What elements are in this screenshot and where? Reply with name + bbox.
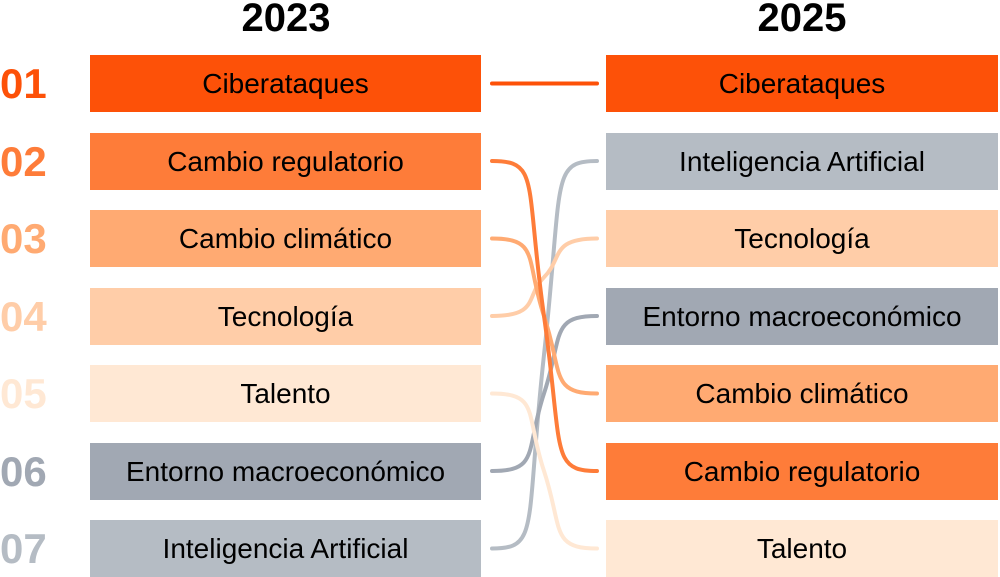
rank-number: 04	[0, 292, 47, 340]
right-item-box: Tecnología	[606, 210, 998, 267]
left-item-box: Entorno macroeconómico	[90, 442, 481, 500]
right-item-box: Talento	[606, 520, 998, 577]
left-item-box: Tecnología	[90, 287, 481, 345]
right-item-box: Cambio climático	[606, 365, 998, 422]
right-item-box: Ciberataques	[606, 55, 998, 112]
year-2023-heading: 2023	[241, 0, 331, 40]
rank-number: 07	[0, 525, 47, 572]
connector-line	[490, 159, 599, 473]
connector-line	[490, 236, 599, 318]
left-item-box: Talento	[90, 365, 481, 422]
rank-number: 01	[0, 60, 47, 107]
rank-number: 02	[0, 137, 47, 185]
right-item-box: Inteligencia Artificial	[606, 132, 998, 190]
rank-number: 05	[0, 370, 47, 417]
connector-line	[490, 314, 599, 473]
rank-connectors	[490, 81, 599, 551]
connector-line	[490, 159, 599, 551]
year-2025-heading: 2025	[757, 0, 847, 40]
left-item-box: Ciberataques	[90, 55, 481, 112]
right-item-box: Entorno macroeconómico	[606, 287, 998, 345]
connector-line	[490, 391, 599, 551]
left-item-box: Cambio regulatorio	[90, 132, 481, 190]
rank-number: 06	[0, 447, 47, 495]
left-item-box: Inteligencia Artificial	[90, 520, 481, 577]
rank-number: 03	[0, 215, 47, 262]
left-item-box: Cambio climático	[90, 210, 481, 267]
right-item-box: Cambio regulatorio	[606, 442, 998, 500]
